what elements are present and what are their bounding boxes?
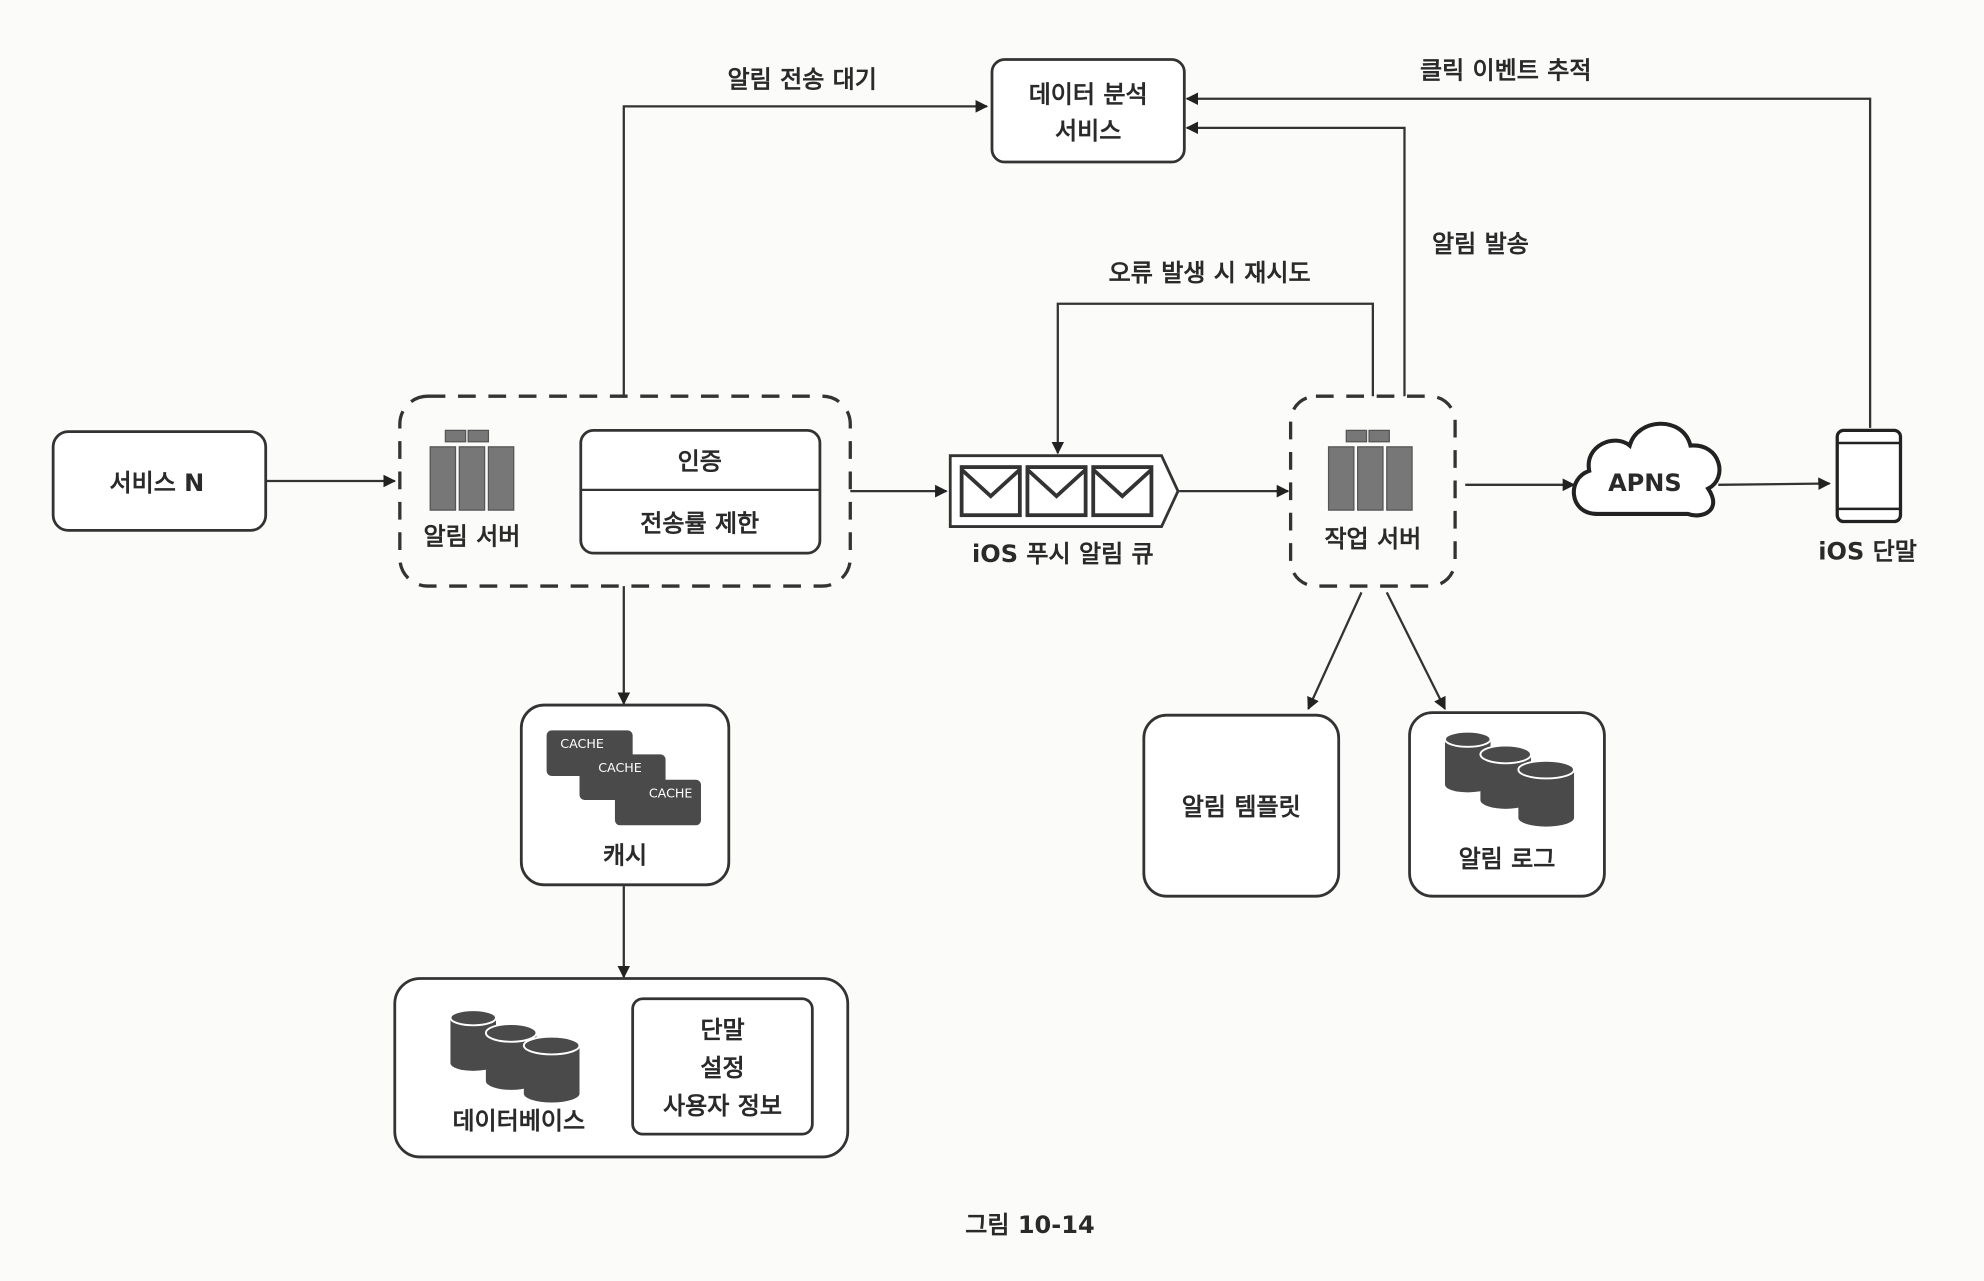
template-label: 알림 템플릿: [1182, 793, 1301, 821]
rate-limit-label: 전송률 제한: [640, 510, 759, 538]
node-notification-server-group: 알림 서버 인증 전송률 제한: [398, 394, 852, 588]
node-notification-template: 알림 템플릿: [1142, 713, 1341, 898]
db-info-user: 사용자 정보: [663, 1092, 782, 1120]
node-analytics-service: 데이터 분석 서비스: [990, 58, 1186, 164]
node-service-n: 서비스 N: [51, 430, 268, 532]
envelope-icon: [1025, 465, 1088, 518]
db-info-device: 단말: [700, 1016, 744, 1044]
auth-label: 인증: [678, 448, 722, 476]
db-info-settings: 설정: [700, 1054, 744, 1082]
tablet-icon: [1835, 428, 1903, 524]
database-icon: [449, 1009, 581, 1103]
edge-apns-to-device: [1718, 477, 1831, 490]
server-icon: [1327, 429, 1413, 511]
envelope-icon: [959, 465, 1022, 518]
node-database: 데이터베이스 단말 설정 사용자 정보: [393, 977, 850, 1159]
node-service-n-label: 서비스 N: [110, 469, 205, 497]
edge-label-retry: 오류 발생 시 재시도: [1109, 259, 1311, 287]
edge-sent-to-analytics: [1185, 121, 1406, 397]
node-ios-device: iOS 단말: [1818, 428, 1917, 565]
cache-item-label: CACHE: [649, 785, 693, 800]
node-notification-server-label: 알림 서버: [424, 522, 521, 550]
ios-device-label: iOS 단말: [1818, 537, 1917, 565]
analytics-label-2: 서비스: [1055, 117, 1121, 145]
edge-click-tracking: [1185, 92, 1872, 428]
apns-label: APNS: [1608, 469, 1682, 497]
server-icon: [429, 429, 515, 511]
cache-icon: CACHE CACHE CACHE: [546, 730, 701, 826]
node-worker-server: 작업 서버: [1288, 394, 1457, 588]
node-cache: CACHE CACHE CACHE 캐시: [519, 703, 731, 887]
worker-server-label: 작업 서버: [1324, 525, 1421, 553]
cache-item-label: CACHE: [560, 736, 604, 751]
edge-label-pending: 알림 전송 대기: [728, 65, 877, 93]
edge-retry: [1051, 302, 1374, 455]
edge-worker-to-template: [1307, 591, 1363, 711]
node-ios-push-queue: iOS 푸시 알림 큐: [948, 454, 1180, 568]
figure-caption: 그림 10-14: [965, 1211, 1094, 1239]
edge-label-click-tracking: 클릭 이벤트 추적: [1420, 56, 1591, 84]
cloud-icon: [1572, 421, 1722, 518]
edge-pending-to-analytics: [622, 99, 989, 397]
log-label: 알림 로그: [1459, 845, 1556, 873]
node-notification-log: 알림 로그: [1408, 711, 1606, 898]
edges: [265, 92, 1872, 979]
envelope-icon: [1091, 465, 1154, 518]
analytics-label-1: 데이터 분석: [1029, 81, 1148, 109]
database-label: 데이터베이스: [452, 1107, 585, 1135]
database-icon: [1444, 730, 1575, 827]
cache-item-label: CACHE: [598, 760, 642, 775]
ios-queue-label: iOS 푸시 알림 큐: [972, 540, 1154, 568]
edge-label-sent: 알림 발송: [1432, 230, 1529, 258]
node-apns: APNS: [1572, 421, 1722, 518]
cache-label: 캐시: [603, 841, 647, 869]
edge-worker-to-log: [1385, 591, 1446, 710]
